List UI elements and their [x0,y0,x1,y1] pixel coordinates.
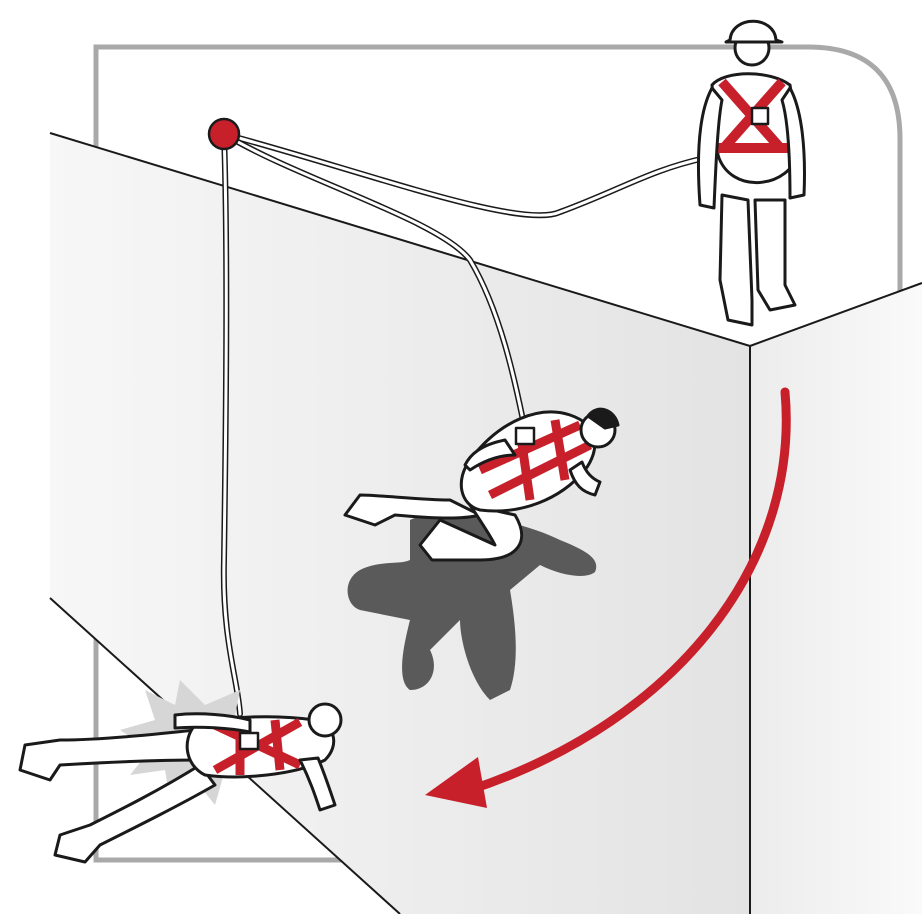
wall-side [750,283,922,914]
anchor-point-icon [209,119,239,149]
